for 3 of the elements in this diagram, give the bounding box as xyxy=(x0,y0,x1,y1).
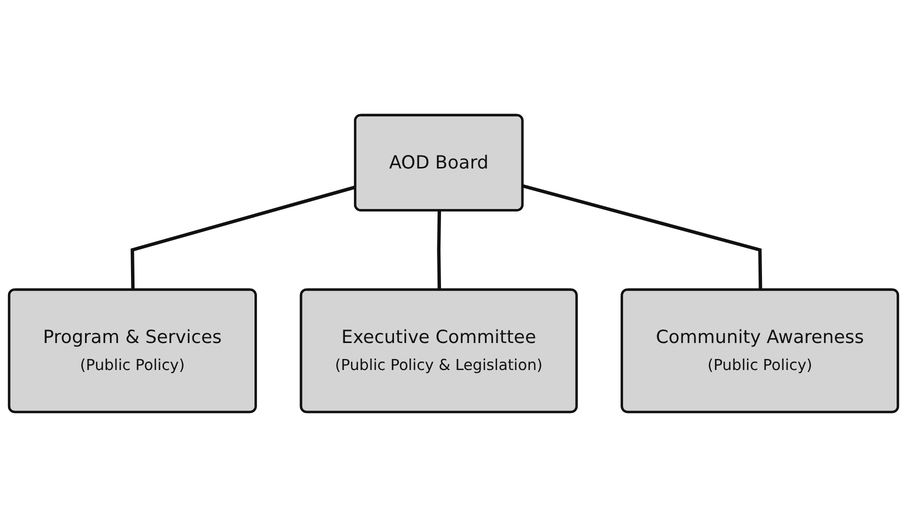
connector xyxy=(522,184,762,290)
connector xyxy=(437,210,442,290)
connector xyxy=(130,185,356,290)
